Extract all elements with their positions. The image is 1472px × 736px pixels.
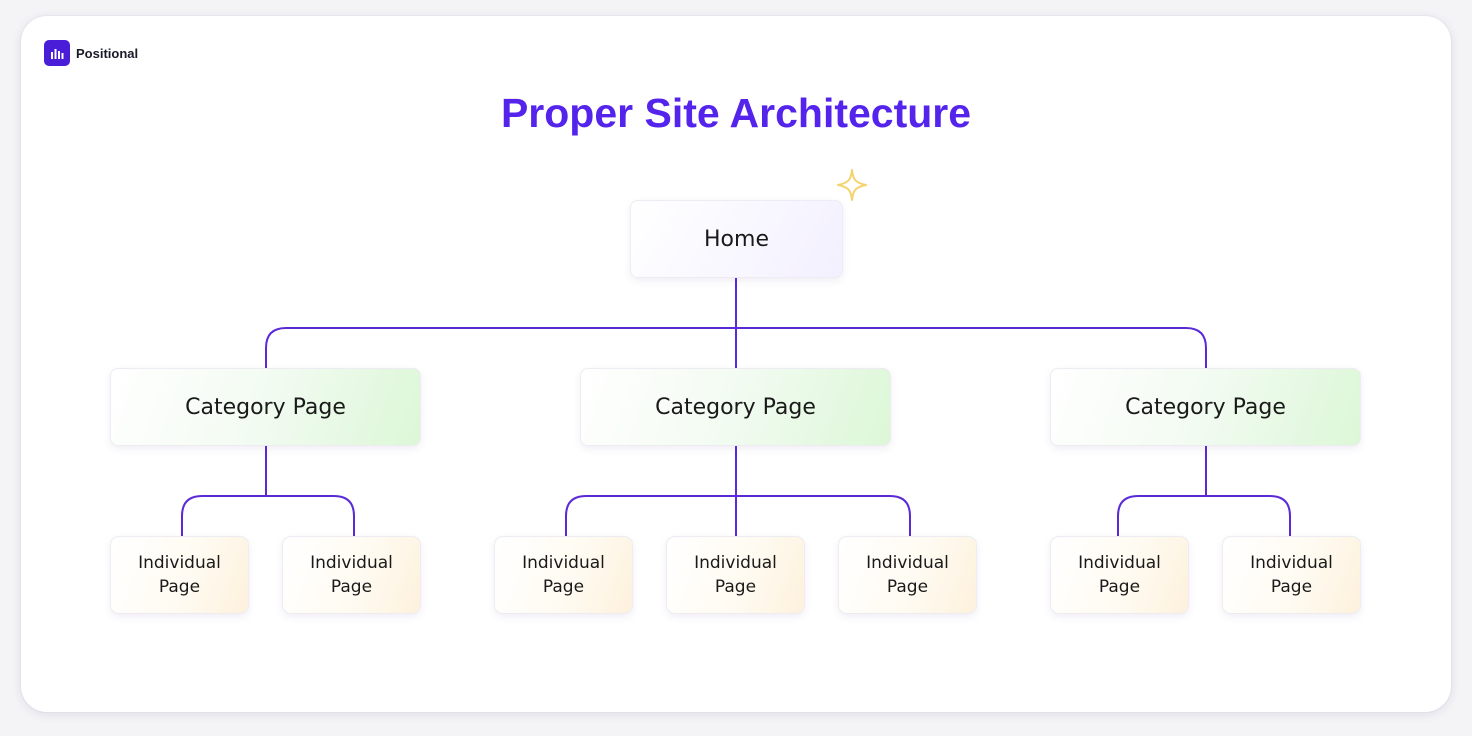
diagram-card: Positional Proper Site Architecture Home… — [21, 16, 1451, 712]
individual-page-node: Individual Page — [1222, 536, 1361, 614]
category-label: Category Page — [655, 394, 816, 420]
individual-label-line1: Individual — [866, 553, 949, 573]
category-node-3: Category Page — [1050, 368, 1361, 446]
category-label: Category Page — [185, 394, 346, 420]
individual-label-line1: Individual — [1250, 553, 1333, 573]
individual-label-line2: Page — [542, 577, 585, 597]
brand: Positional — [44, 40, 138, 66]
page-title: Proper Site Architecture — [500, 90, 972, 136]
individual-page-node: Individual Page — [494, 536, 633, 614]
individual-page-node: Individual Page — [282, 536, 421, 614]
individual-label-line1: Individual — [522, 553, 605, 573]
individual-label-line2: Page — [158, 577, 201, 597]
connector-lines — [181, 278, 1291, 536]
individual-page-node: Individual Page — [838, 536, 977, 614]
category-node-1: Category Page — [110, 368, 421, 446]
individual-page-node: Individual Page — [110, 536, 249, 614]
individual-label-line2: Page — [1098, 577, 1141, 597]
home-node: Home — [630, 200, 843, 278]
bar-chart-icon — [44, 40, 70, 66]
individual-label-line2: Page — [886, 577, 929, 597]
home-label: Home — [704, 226, 769, 252]
sparkle-icon — [837, 169, 867, 201]
individual-page-node: Individual Page — [666, 536, 805, 614]
brand-name: Positional — [76, 45, 139, 61]
individual-label-line1: Individual — [310, 553, 393, 573]
individual-label-line2: Page — [1270, 577, 1313, 597]
individual-label-line2: Page — [330, 577, 373, 597]
individual-label-line2: Page — [714, 577, 757, 597]
individual-page-node: Individual Page — [1050, 536, 1189, 614]
individual-label-line1: Individual — [1078, 553, 1161, 573]
category-label: Category Page — [1125, 394, 1286, 420]
category-node-2: Category Page — [580, 368, 891, 446]
individual-label-line1: Individual — [694, 553, 777, 573]
individual-label-line1: Individual — [138, 553, 221, 573]
